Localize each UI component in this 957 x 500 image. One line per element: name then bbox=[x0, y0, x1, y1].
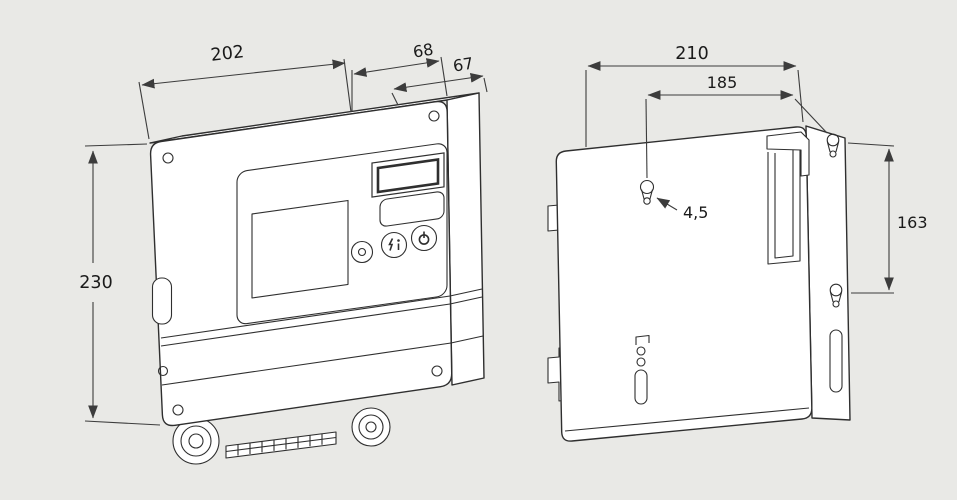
corner-screw bbox=[428, 110, 440, 122]
bottom-attachments bbox=[172, 407, 391, 465]
dim-hole-spacing-horizontal: 185 bbox=[645, 73, 828, 179]
mounting-keyhole-top-left bbox=[639, 179, 655, 205]
cable-gland-right bbox=[351, 407, 391, 447]
rear-channel bbox=[767, 148, 801, 265]
side-flange-slot bbox=[151, 277, 173, 325]
panel-buttons bbox=[350, 224, 438, 264]
rear-view: 210 185 4,5 163 bbox=[547, 44, 928, 442]
dim-label-210: 210 bbox=[675, 44, 708, 64]
corner-screw bbox=[162, 152, 174, 164]
corner-screw bbox=[172, 404, 184, 416]
front-isometric-view: 202 68 67 230 bbox=[79, 40, 488, 465]
label-plate bbox=[379, 191, 445, 227]
flange-screw bbox=[157, 365, 169, 377]
mounting-keyhole-right-lower bbox=[829, 283, 843, 308]
door-seam bbox=[160, 303, 451, 347]
door-seam bbox=[160, 295, 451, 339]
dim-width: 202 bbox=[138, 42, 352, 140]
control-panel bbox=[236, 143, 448, 325]
dim-label-230: 230 bbox=[79, 273, 112, 293]
corner-screw bbox=[431, 365, 443, 377]
mounting-keyhole-top-right bbox=[826, 133, 840, 158]
dim-label-163: 163 bbox=[897, 213, 928, 232]
main-display bbox=[251, 199, 349, 299]
dim-hole-diameter: 4,5 bbox=[656, 197, 708, 222]
hanging-bracket bbox=[766, 131, 810, 177]
dim-label-202: 202 bbox=[210, 42, 245, 66]
dim-label-68: 68 bbox=[412, 40, 435, 62]
dim-rear-width: 210 bbox=[585, 44, 804, 147]
reset-info-icon bbox=[380, 231, 408, 259]
dim-label-67: 67 bbox=[452, 54, 475, 76]
dim-depth-rear: 67 bbox=[391, 54, 488, 106]
door-seam bbox=[161, 342, 452, 386]
terminal-strip bbox=[225, 431, 337, 459]
housing-side-face bbox=[446, 92, 485, 386]
dim-hole-spacing-vertical: 163 bbox=[847, 142, 928, 294]
dim-label-185: 185 bbox=[707, 73, 738, 92]
dim-height: 230 bbox=[79, 143, 161, 426]
display-screen bbox=[376, 158, 440, 194]
dim-label-4-5: 4,5 bbox=[683, 203, 708, 222]
lower-right-slot bbox=[829, 329, 843, 393]
lower-left-fixture bbox=[634, 334, 650, 405]
rear-face bbox=[555, 126, 813, 442]
rear-side-face bbox=[805, 125, 851, 421]
status-indicator-icon bbox=[350, 240, 374, 264]
bottom-rim bbox=[564, 407, 810, 432]
dim-depth-front: 68 bbox=[351, 40, 448, 111]
power-icon bbox=[410, 224, 438, 252]
